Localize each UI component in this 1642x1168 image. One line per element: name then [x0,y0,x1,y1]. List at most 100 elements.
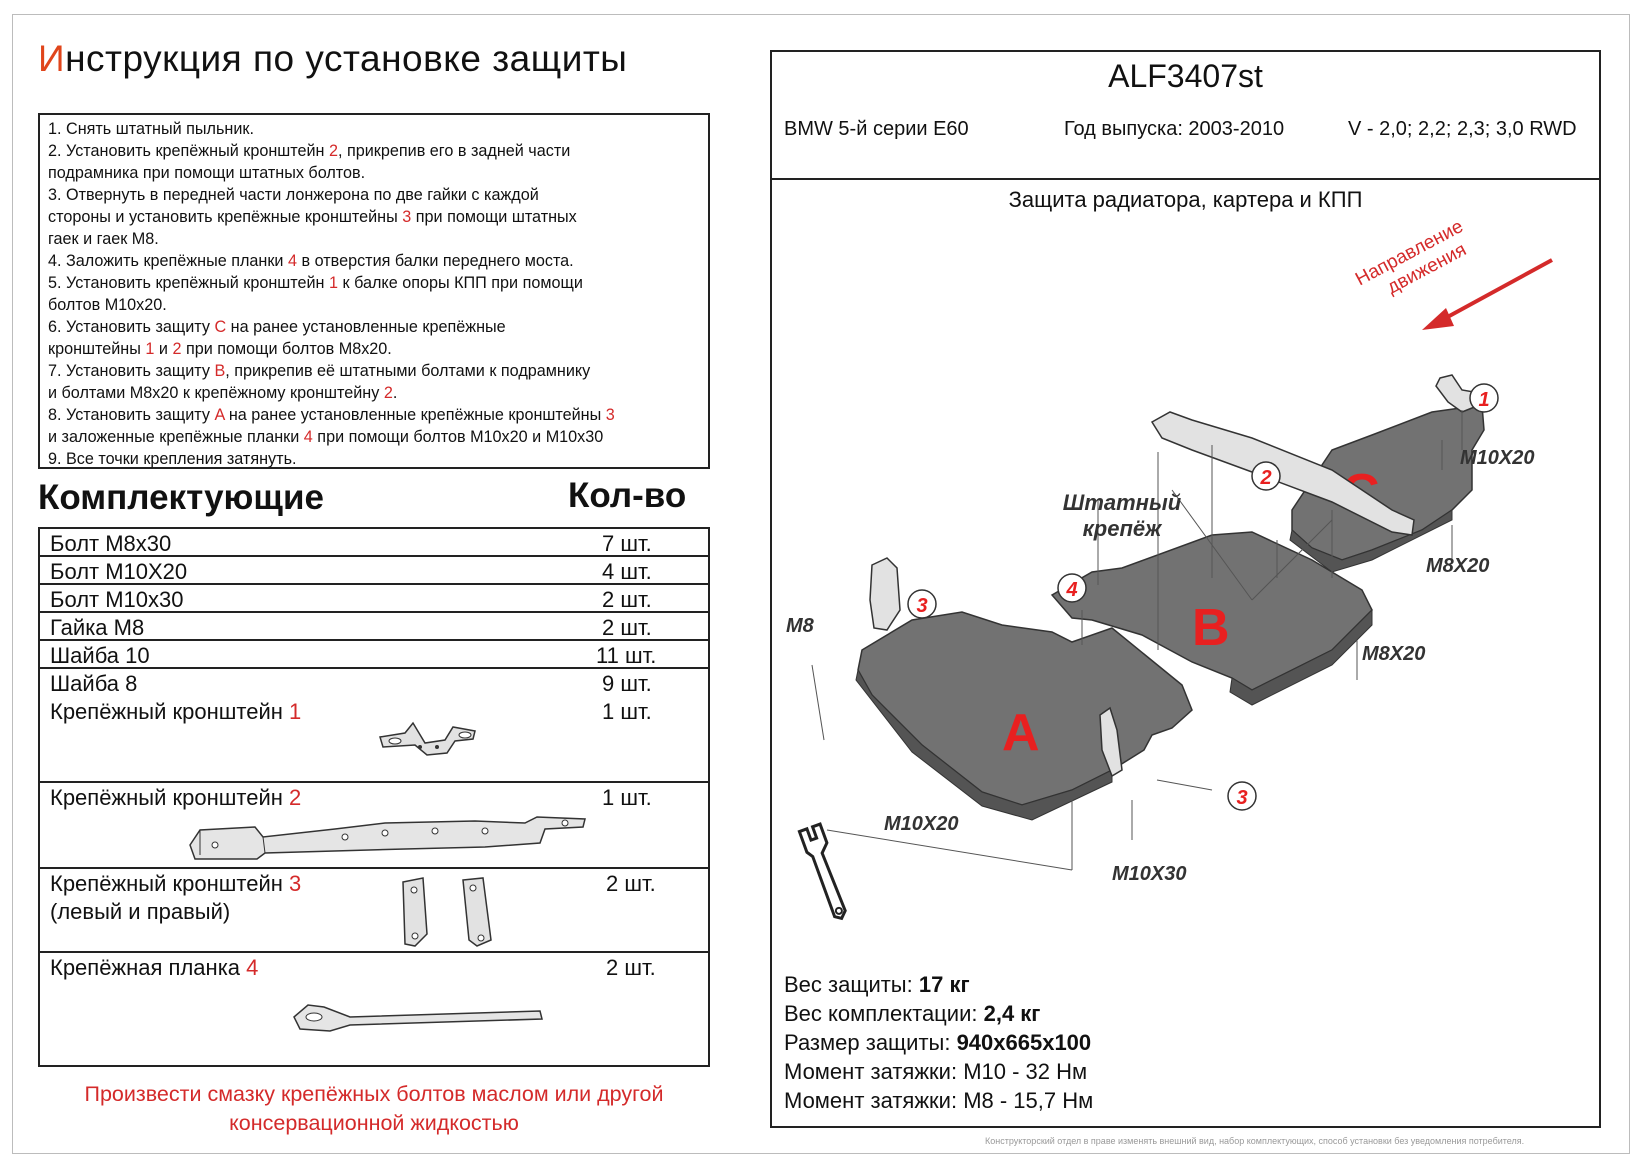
wrench-icon [797,822,847,921]
instruction-line: 8. Установить защиту A на ранее установл… [48,406,615,424]
instruction-line: гаек и гаек М8. [48,230,159,248]
bolt-label-m10x20-top: M10X20 [1460,447,1535,469]
svg-text:3: 3 [916,595,927,617]
bracket-2-illustration [189,816,586,860]
part-name: Гайка М8 [50,615,145,640]
part-qty: 11 шт. [596,643,657,668]
page-frame [12,14,1630,1154]
svg-text:3: 3 [1236,787,1247,809]
bracket-3-subtitle: (левый и правый) [50,899,231,924]
callout-3-left: 3 [907,589,937,619]
direction-arrow-icon [1422,258,1553,330]
plank-4-illustration [293,1004,543,1032]
part-name: Болт М10Х20 [50,559,188,584]
instruction-line: 9. Все точки крепления затянуть. [48,450,297,468]
product-box: ALF3407st BMW 5-й серии E60 Год выпуска:… [770,50,1601,1128]
instruction-line: и болтами М8х20 к крепёжному кронштейну … [48,384,398,402]
row-plank-4: Крепёжная планка 4 2 шт. [40,953,708,1065]
callout-1: 1 [1469,383,1499,413]
bracket-1-number: 1 [289,699,302,724]
part-qty: 2 шт. [602,615,652,640]
svg-text:Штатный: Штатный [1063,490,1182,515]
installation-diagram: Направление движения C B A [786,216,1553,921]
instruction-line: подрамника при помощи штатных болтов. [48,164,366,182]
parts-row: Шайба 8 9 шт. [40,669,708,697]
instruction-line: стороны и установить крепёжные кронштейн… [48,208,577,226]
part-name: Болт М10х30 [50,587,184,612]
production-years: Год выпуска: 2003-2010 [1064,118,1285,140]
title-rest: нструкция по установке защиты [65,38,628,79]
product-subtitle: Защита радиатора, картера и КПП [1008,187,1363,212]
part-name: Болт М8х30 [50,531,172,556]
instructions-box: 1. Снять штатный пыльник. 2. Установить к… [38,113,710,469]
instruction-line: и заложенные крепёжные планки 4 при помо… [48,428,604,446]
size-value: 940х665х100 [956,1030,1092,1055]
engine-spec: V - 2,0; 2,2; 2,3; 3,0 RWD [1348,118,1577,140]
bracket-2-qty: 1 шт. [602,785,652,810]
product-specs: Вес защиты: 17 кг Вес комплектации: 2,4 … [784,972,1094,1113]
part-qty: 9 шт. [602,671,652,696]
title-initial: И [38,38,66,79]
product-model: ALF3407st [1108,58,1263,94]
instruction-line: кронштейны 1 и 2 при помощи болтов М8х20… [48,340,392,358]
callout-3-right: 3 [1227,781,1257,811]
bolt-label-m8x20-top: M8X20 [1426,555,1489,577]
instruction-line: 1. Снять штатный пыльник. [48,120,254,138]
bracket-3-right-part [1099,706,1123,778]
svg-text:2: 2 [1259,467,1271,489]
part-qty: 2 шт. [602,587,652,612]
part-name: Шайба 8 [50,671,138,696]
callout-4: 4 [1057,573,1087,603]
torque-m8: Момент затяжки: М8 - 15,7 Нм [784,1088,1094,1113]
page-title: Инструкция по установке защиты [38,38,627,80]
weight-value: 17 кг [918,972,970,997]
bracket-3-qty: 2 шт. [606,871,656,896]
instruction-line: 2. Установить крепёжный кронштейн 2, при… [48,142,571,160]
parts-row: Болт М10х30 2 шт. [40,585,708,613]
row-bracket-3: Крепёжный кронштейн 3 (левый и правый) 2… [40,869,708,953]
instruction-line: болтов М10х20. [48,296,167,314]
plate-a-label: A [1002,704,1040,762]
svg-text:1: 1 [1478,389,1489,411]
row-bracket-1: Крепёжный кронштейн 1 1 шт. [40,697,708,783]
parts-row: Болт М10Х20 4 шт. [40,557,708,585]
instruction-line: 5. Установить крепёжный кронштейн 1 к ба… [48,274,583,292]
footnote: Конструкторский отдел в праве изменять в… [985,1136,1525,1146]
bracket-3-illustration [402,877,492,947]
kit-heading: Комплектующие [38,478,324,517]
part-qty: 7 шт. [602,531,652,556]
lubrication-note: Произвести смазку крепёжных болтов масло… [84,1082,664,1135]
car-model: BMW 5-й серии E60 [784,118,969,140]
bolt-label-m8: M8 [786,615,815,637]
instruction-line: 6. Установить защиту C на ранее установл… [48,318,506,336]
bolt-label-m10x20-bottom: M10X20 [884,813,959,835]
bolt-labels: M10X20 M8X20 M8X20 M8 M10X20 M10X30 [786,447,1535,885]
plank-4-number: 4 [246,955,259,980]
plate-b-label: B [1192,599,1230,657]
instruction-line: 3. Отвернуть в передней части лонжерона … [48,186,539,204]
bracket-1-illustration [379,721,476,756]
qty-heading: Кол-во [568,476,687,515]
torque-m10: Момент затяжки: М10 - 32 Нм [784,1059,1088,1084]
svg-text:крепёж: крепёж [1083,516,1163,541]
bracket-3-number: 3 [289,871,302,896]
callout-2: 2 [1251,461,1281,491]
parts-row: Болт М8х30 7 шт. [40,529,708,557]
bracket-2-number: 2 [289,785,302,810]
fastener-lines [811,410,1463,871]
bracket-3-left-part [869,557,901,631]
bolt-label-m8x20-mid: M8X20 [1362,643,1425,665]
bracket-2-part [1150,411,1415,536]
bracket-1-qty: 1 шт. [602,699,652,724]
plank-4-qty: 2 шт. [606,955,656,980]
parts-row: Гайка М8 2 шт. [40,613,708,641]
product-header: ALF3407st BMW 5-й серии E60 Год выпуска:… [772,52,1599,180]
instruction-line: 7. Установить защиту B, прикрепив её шта… [48,362,591,380]
standard-fastener-label: Штатный крепёж [1063,490,1182,541]
part-qty: 4 шт. [602,559,652,584]
bolt-label-m10x30: M10X30 [1112,863,1187,885]
svg-text:4: 4 [1065,579,1077,601]
